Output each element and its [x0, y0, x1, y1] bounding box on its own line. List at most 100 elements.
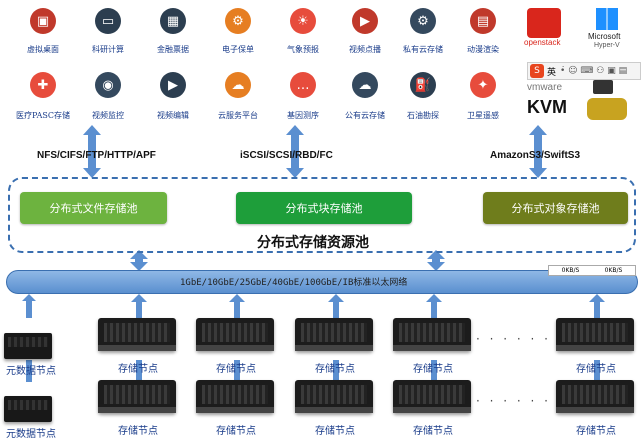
- storage-node-label: 存储节点: [216, 426, 256, 437]
- app-label: 云服务平台: [218, 111, 258, 120]
- storage-node-label: 存储节点: [576, 426, 616, 437]
- storage-server-r2c5: [556, 380, 634, 413]
- line-col-3: [333, 360, 339, 380]
- line-col-4: [431, 360, 437, 380]
- arrow-meta: [22, 294, 36, 318]
- network-label: 1GbE/10GbE/25GbE/40GbE/100GbE/IB标准以太网络: [180, 278, 408, 288]
- app-label: 虚拟桌面: [27, 45, 59, 54]
- storage-server-r1c4: [393, 318, 471, 351]
- storage-node-label: 存储节点: [118, 364, 158, 375]
- ethernet-network-bar: [6, 270, 638, 294]
- ime-tools-icon: •̇ ☺ ⌨ ⚇ ▣ ▤: [560, 66, 628, 76]
- storage-node-label: 存储节点: [413, 364, 453, 375]
- protocol-block: iSCSI/SCSI/RBD/FC: [240, 150, 333, 161]
- hyperv-label: Hyper-V: [594, 42, 620, 49]
- ime-toolbar[interactable]: S 英 •̇ ☺ ⌨ ⚇ ▣ ▤: [527, 62, 641, 80]
- video-play-icon: ▶: [352, 8, 378, 34]
- people-cloud-icon: ☁: [352, 72, 378, 98]
- vmware-label: vmware: [527, 82, 563, 93]
- xen-logo: [587, 98, 627, 120]
- app-label: 科研计算: [92, 45, 124, 54]
- metadata-node-label-2: 元数据节点: [6, 429, 56, 440]
- metadata-server-1: [4, 333, 52, 359]
- ime-mode-label: 英: [547, 67, 557, 78]
- storage-server-r1c5: [556, 318, 634, 351]
- weather-icon: ☀: [290, 8, 316, 34]
- storage-server-r2c2: [196, 380, 274, 413]
- pool-object: 分布式对象存储池: [483, 192, 628, 224]
- double-arrow-object: [529, 125, 547, 178]
- line-col-2: [234, 360, 240, 380]
- arrow-node-col-5: [589, 294, 605, 318]
- ime-s-icon: S: [530, 64, 544, 78]
- arrow-node-col-4: [426, 294, 442, 318]
- app-label: 电子保单: [222, 45, 254, 54]
- app-label: 卫星遥感: [467, 111, 499, 120]
- speed-widget: 0KB/S 0KB/S: [548, 265, 636, 276]
- storage-node-label: 存储节点: [576, 364, 616, 375]
- chat-bubble-icon: …: [290, 72, 316, 98]
- metadata-server-2: [4, 396, 52, 422]
- app-label: 视频点播: [349, 45, 381, 54]
- app-label: 视频编辑: [157, 111, 189, 120]
- render-panel-icon: ▤: [470, 8, 496, 34]
- app-label: 私有云存储: [403, 45, 443, 54]
- app-label: 医疗PASC存储: [15, 111, 71, 120]
- protocol-file: NFS/CIFS/FTP/HTTP/APF: [37, 150, 156, 161]
- pool-block: 分布式块存储池: [236, 192, 412, 224]
- storage-node-label: 存储节点: [413, 426, 453, 437]
- app-label: 基因测序: [287, 111, 319, 120]
- kvm-label: KVM: [527, 97, 567, 117]
- double-arrow-block: [286, 125, 304, 178]
- surveillance-icon: ◉: [95, 72, 121, 98]
- double-arrow-file: [83, 125, 101, 178]
- openstack-logo: [527, 8, 561, 38]
- chart-icon: ▦: [160, 8, 186, 34]
- storage-node-label: 存储节点: [315, 426, 355, 437]
- resource-pool-label: 分布式存储资源池: [257, 235, 369, 251]
- line-col-5: [594, 360, 600, 380]
- desktop-icon: ▣: [30, 8, 56, 34]
- oil-drill-icon: ⛽: [410, 72, 436, 98]
- phone-settings-icon: ⚙: [225, 8, 251, 34]
- app-label: 公有云存储: [345, 111, 385, 120]
- storage-node-label: 存储节点: [118, 426, 158, 437]
- app-label: 金融票据: [157, 45, 189, 54]
- arrow-node-col-3: [328, 294, 344, 318]
- microsoft-label: Microsoft: [588, 32, 621, 41]
- line-col-1: [136, 360, 142, 380]
- more-nodes-dots: · · · · · ·: [476, 394, 551, 408]
- openstack-label: openstack: [524, 38, 561, 47]
- double-arrow-net-left: [130, 250, 148, 271]
- storage-server-r2c4: [393, 380, 471, 413]
- app-label: 动漫渲染: [467, 45, 499, 54]
- app-label: 石油勘探: [407, 111, 439, 120]
- mobile-cloud-icon: ☁: [225, 72, 251, 98]
- gear-cloud-icon: ⚙: [410, 8, 436, 34]
- protocol-object: AmazonS3/SwiftS3: [490, 150, 581, 161]
- windows-logo: [596, 8, 618, 30]
- download-speed: 0KB/S: [604, 267, 623, 274]
- storage-node-label: 存储节点: [315, 364, 355, 375]
- storage-server-r1c2: [196, 318, 274, 351]
- app-label: 视频监控: [92, 111, 124, 120]
- monitor-icon: ▭: [95, 8, 121, 34]
- storage-node-label: 存储节点: [216, 364, 256, 375]
- storage-server-r2c3: [295, 380, 373, 413]
- storage-server-r1c3: [295, 318, 373, 351]
- pool-file: 分布式文件存储池: [20, 192, 167, 224]
- storage-server-r1c1: [98, 318, 176, 351]
- line-meta: [26, 360, 32, 382]
- more-nodes-dots: · · · · · ·: [476, 332, 551, 346]
- storage-server-r2c1: [98, 380, 176, 413]
- app-label: 气象预报: [287, 45, 319, 54]
- metadata-node-label-1: 元数据节点: [6, 366, 56, 377]
- resource-pool-frame: [8, 177, 636, 253]
- arrow-node-col-1: [131, 294, 147, 318]
- upload-speed: 0KB/S: [561, 267, 580, 274]
- double-arrow-net-right: [427, 250, 445, 271]
- satellite-icon: ✦: [470, 72, 496, 98]
- arrow-node-col-2: [229, 294, 245, 318]
- video-edit-icon: ▶: [160, 72, 186, 98]
